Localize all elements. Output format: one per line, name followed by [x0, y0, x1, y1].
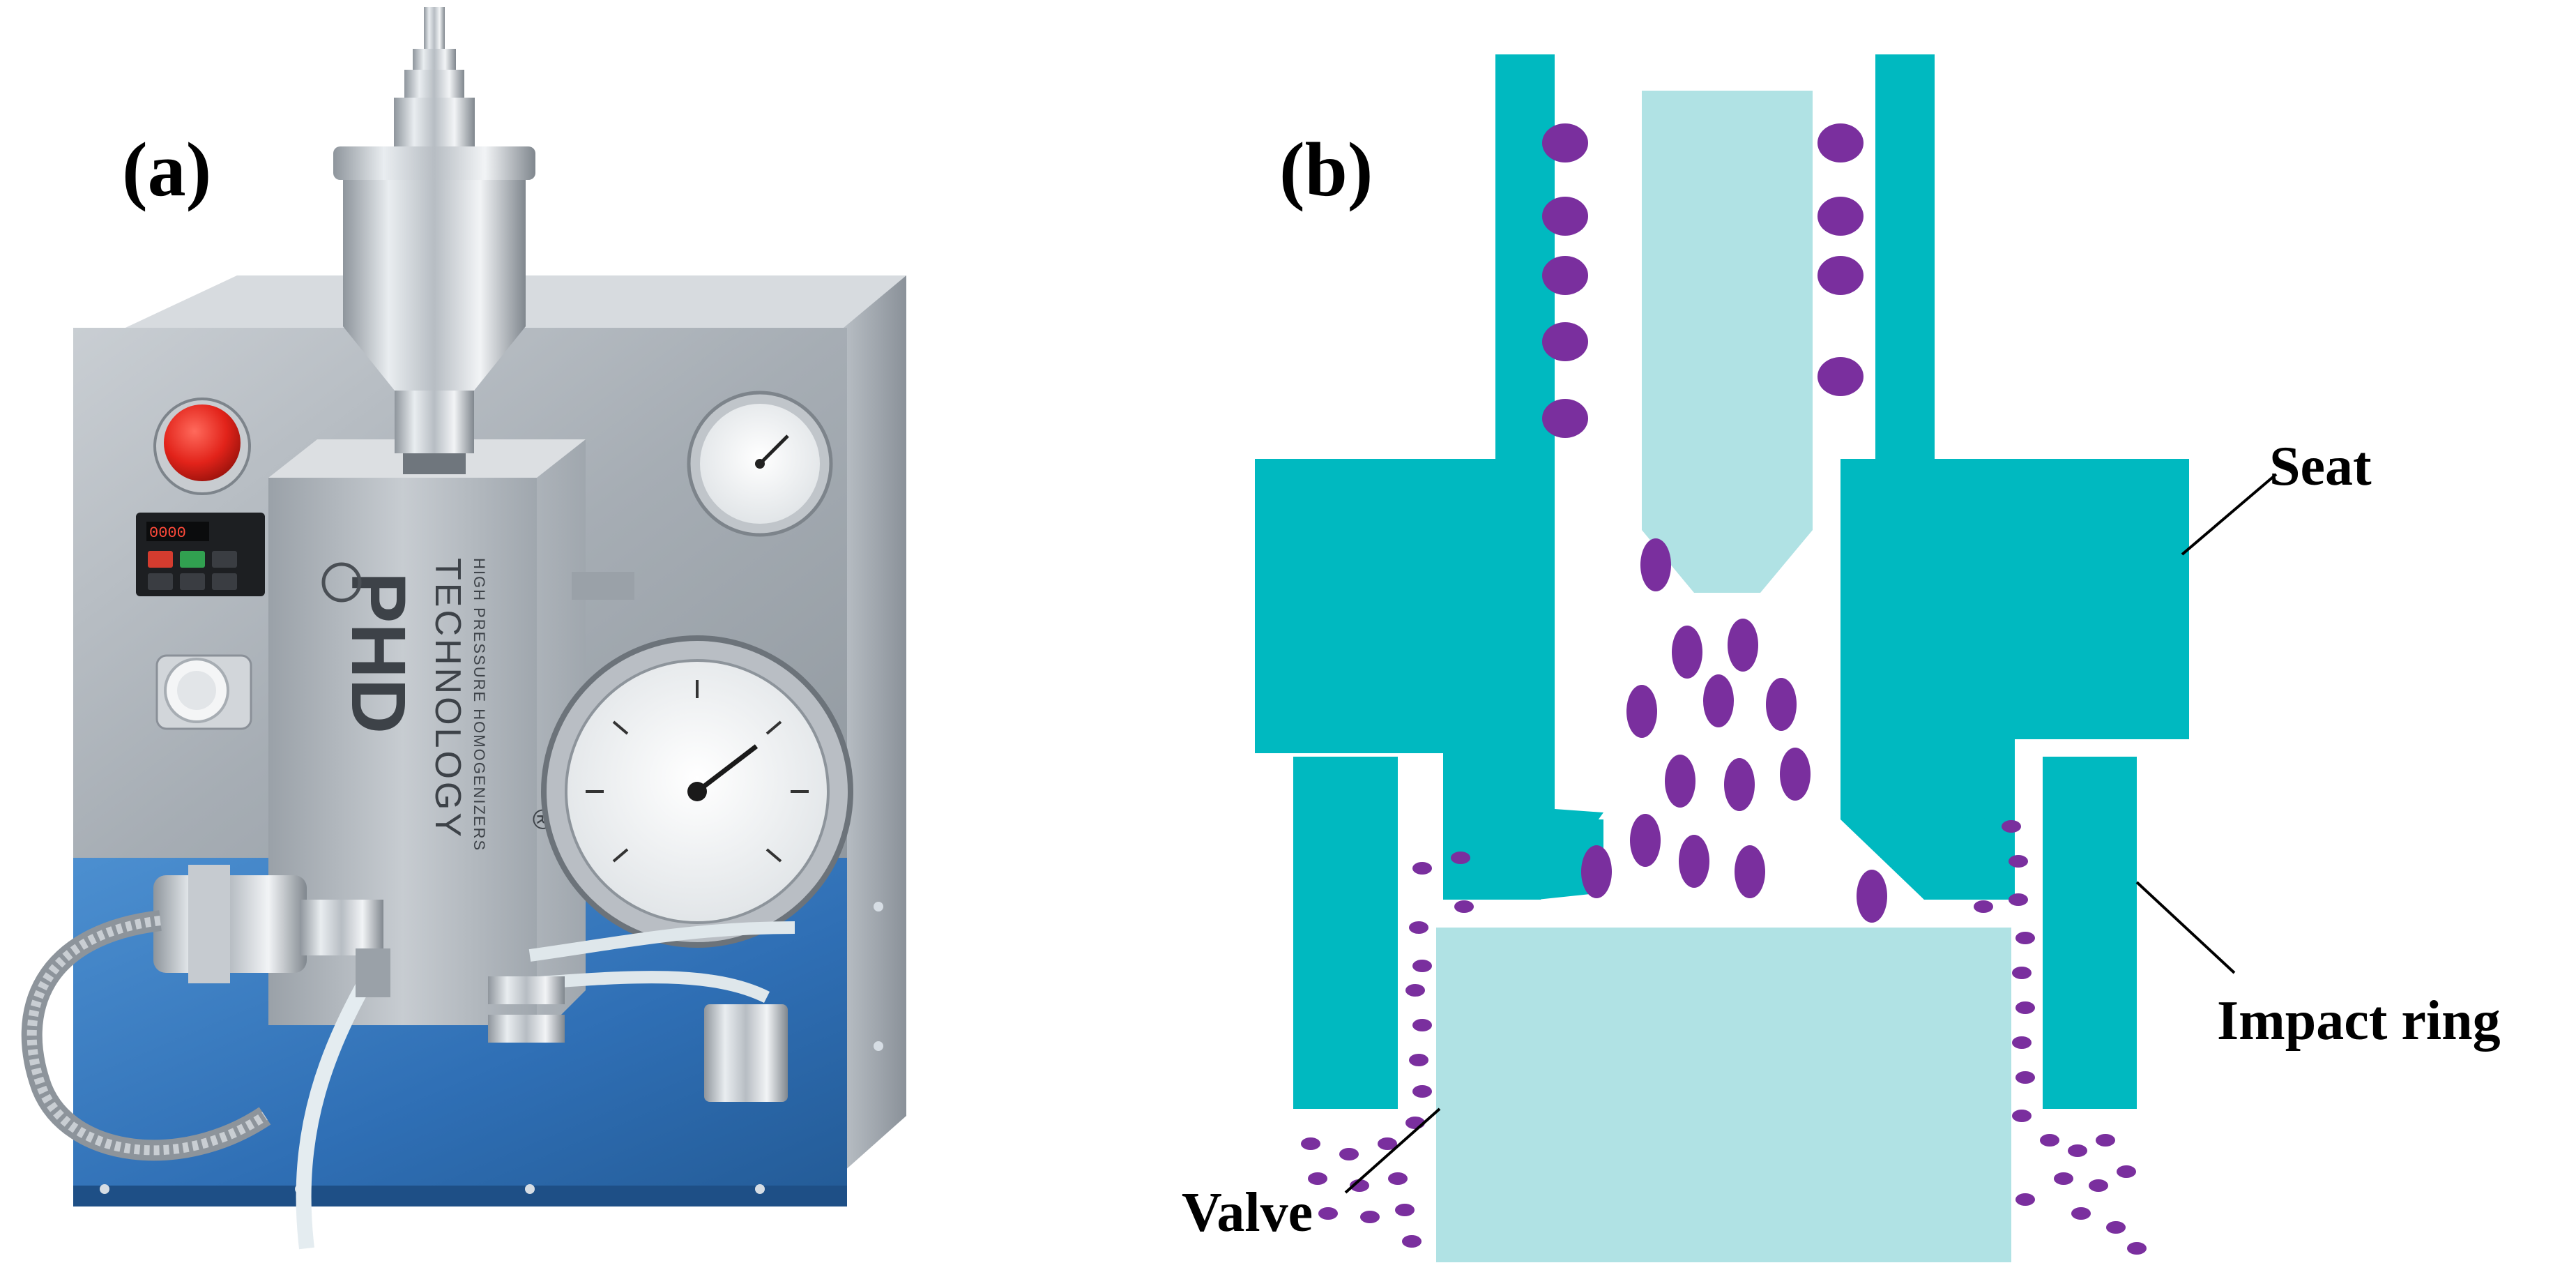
particles: [1301, 123, 2147, 1255]
valve-stem: [1642, 91, 1813, 593]
callouts: Seat Impact ring Valve: [1182, 436, 2501, 1243]
inlet-wall-right: [1875, 54, 1935, 459]
inlet-wall-left: [1495, 54, 1555, 459]
control-panel-display: 0000: [136, 513, 265, 596]
svg-text:TECHNOLOGY: TECHNOLOGY: [427, 558, 468, 840]
svg-text:PHD: PHD: [335, 572, 421, 734]
homogenizer-machine: 0000: [21, 7, 906, 1250]
seat-block-right: [1840, 459, 2189, 900]
valve: [1436, 91, 2011, 1262]
svg-text:0000: 0000: [149, 524, 186, 542]
valve-body: [1436, 928, 2011, 1262]
impact-ring-leader-line: [2135, 881, 2236, 974]
main-pressure-gauge: [541, 572, 853, 948]
emergency-stop-button: [153, 398, 251, 495]
svg-text:HIGH PRESSURE HOMOGENIZERS: HIGH PRESSURE HOMOGENIZERS: [471, 558, 488, 852]
fittings: [488, 976, 788, 1102]
panel-a: (a) 0000: [21, 7, 906, 1250]
sample-reservoir-cylinder: [333, 7, 535, 474]
small-pressure-gauge: [687, 391, 833, 537]
coolant-tube: [528, 921, 795, 962]
impact-ring-right: [2043, 757, 2137, 1109]
seat-leader-line: [2181, 473, 2278, 556]
cabinet-side: [844, 275, 906, 1172]
outlet-flange: [153, 865, 383, 983]
panel-b-label: (b): [1279, 127, 1373, 212]
logo-leaf-icon: [321, 562, 362, 603]
impact-ring-label: Impact ring: [2217, 990, 2501, 1052]
pressure-knob: [155, 654, 252, 730]
seat-label: Seat: [2269, 436, 2372, 497]
valve-label: Valve: [1182, 1182, 1313, 1243]
valve-leader-line: [1344, 1107, 1441, 1194]
impact-ring-left: [1293, 757, 1398, 1109]
panel-b: (b): [1182, 54, 2501, 1262]
panel-a-label: (a): [122, 127, 211, 212]
